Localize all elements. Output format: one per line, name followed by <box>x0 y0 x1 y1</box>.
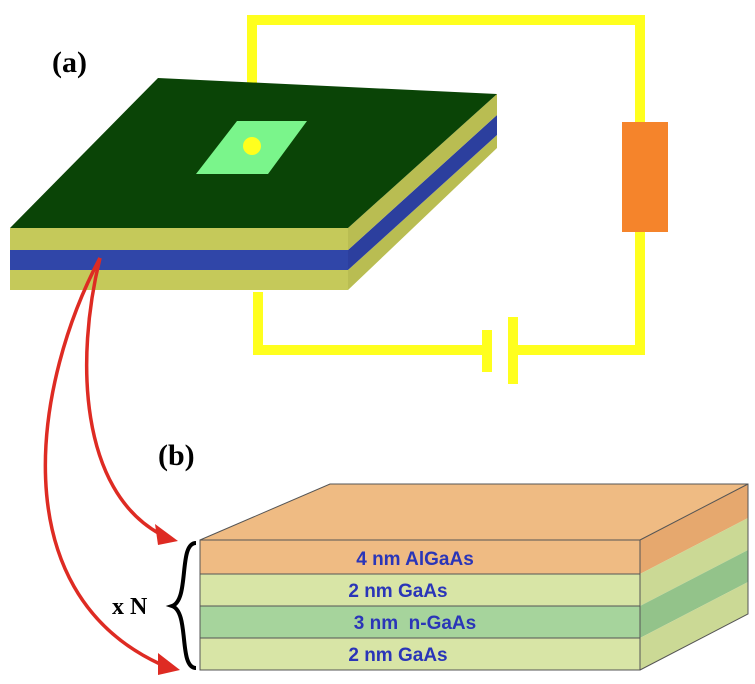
arrowhead-bottom <box>158 653 180 675</box>
active-layer <box>10 250 348 270</box>
wire-contact-dot <box>243 137 261 155</box>
battery <box>482 317 518 384</box>
substrate-layer-bottom <box>10 270 348 290</box>
arrow-to-bottom-layer <box>43 257 161 666</box>
repeat-label: x N <box>112 594 148 620</box>
layer-stack <box>199 483 749 671</box>
stack-layer-3 <box>199 605 641 639</box>
stack-layer-1 <box>199 539 641 575</box>
stack-layer-2 <box>199 573 641 607</box>
layer-label-2: 2 nm GaAs <box>348 581 447 602</box>
layer-label-3: 3 nm n-GaAs <box>354 613 476 634</box>
panel-a-label: (a) <box>52 46 87 79</box>
resistor <box>622 122 668 232</box>
layer-label-4: 2 nm GaAs <box>348 645 447 666</box>
arrowhead-top <box>155 524 178 545</box>
stack-top-surface <box>200 484 748 540</box>
arrow-to-top-layer <box>84 257 161 536</box>
substrate-layer-top <box>10 228 348 250</box>
stack-layer-4 <box>199 637 641 671</box>
stack-brace <box>165 541 197 670</box>
zoom-arrows <box>43 257 161 666</box>
panel-b-label: (b) <box>158 439 195 472</box>
layer-label-1: 4 nm AlGaAs <box>356 549 474 570</box>
semiconductor-chip <box>10 78 497 290</box>
